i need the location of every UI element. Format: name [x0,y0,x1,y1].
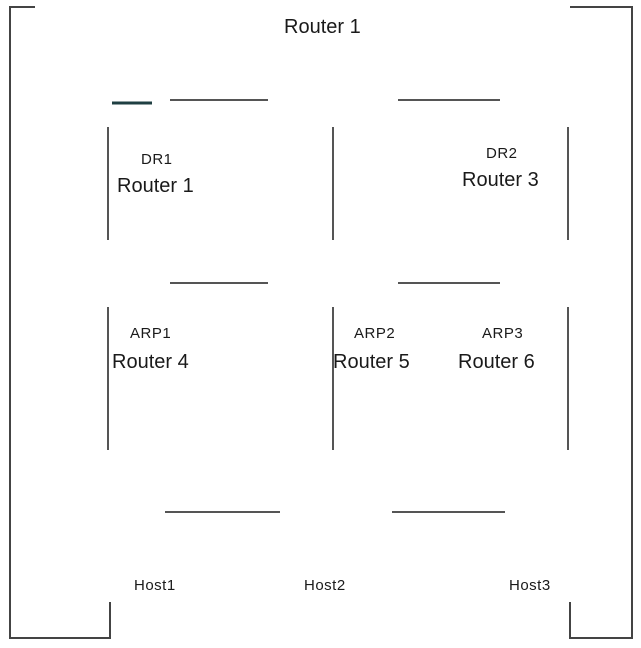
router-dr1-role: DR1 [141,151,173,168]
border-right [569,6,633,639]
router-top-middle-name: Router 1 [284,16,361,38]
router-arp3-role: ARP3 [482,325,524,342]
router-arp3-name: Router 6 [458,351,535,373]
router-dr2-name: Router 3 [462,169,539,191]
host1-name: Host1 [134,577,176,594]
router-arp2-role: ARP2 [354,325,396,342]
router-arp1-name: Router 4 [112,351,189,373]
border-left [9,6,111,639]
router-arp1-role: ARP1 [130,325,172,342]
host3-name: Host3 [509,577,551,594]
links [107,99,569,513]
router-dr2-role: DR2 [486,145,518,162]
router-dr1-name: Router 1 [117,175,194,197]
router-arp2-name: Router 5 [333,351,410,373]
host2-name: Host2 [304,577,346,594]
